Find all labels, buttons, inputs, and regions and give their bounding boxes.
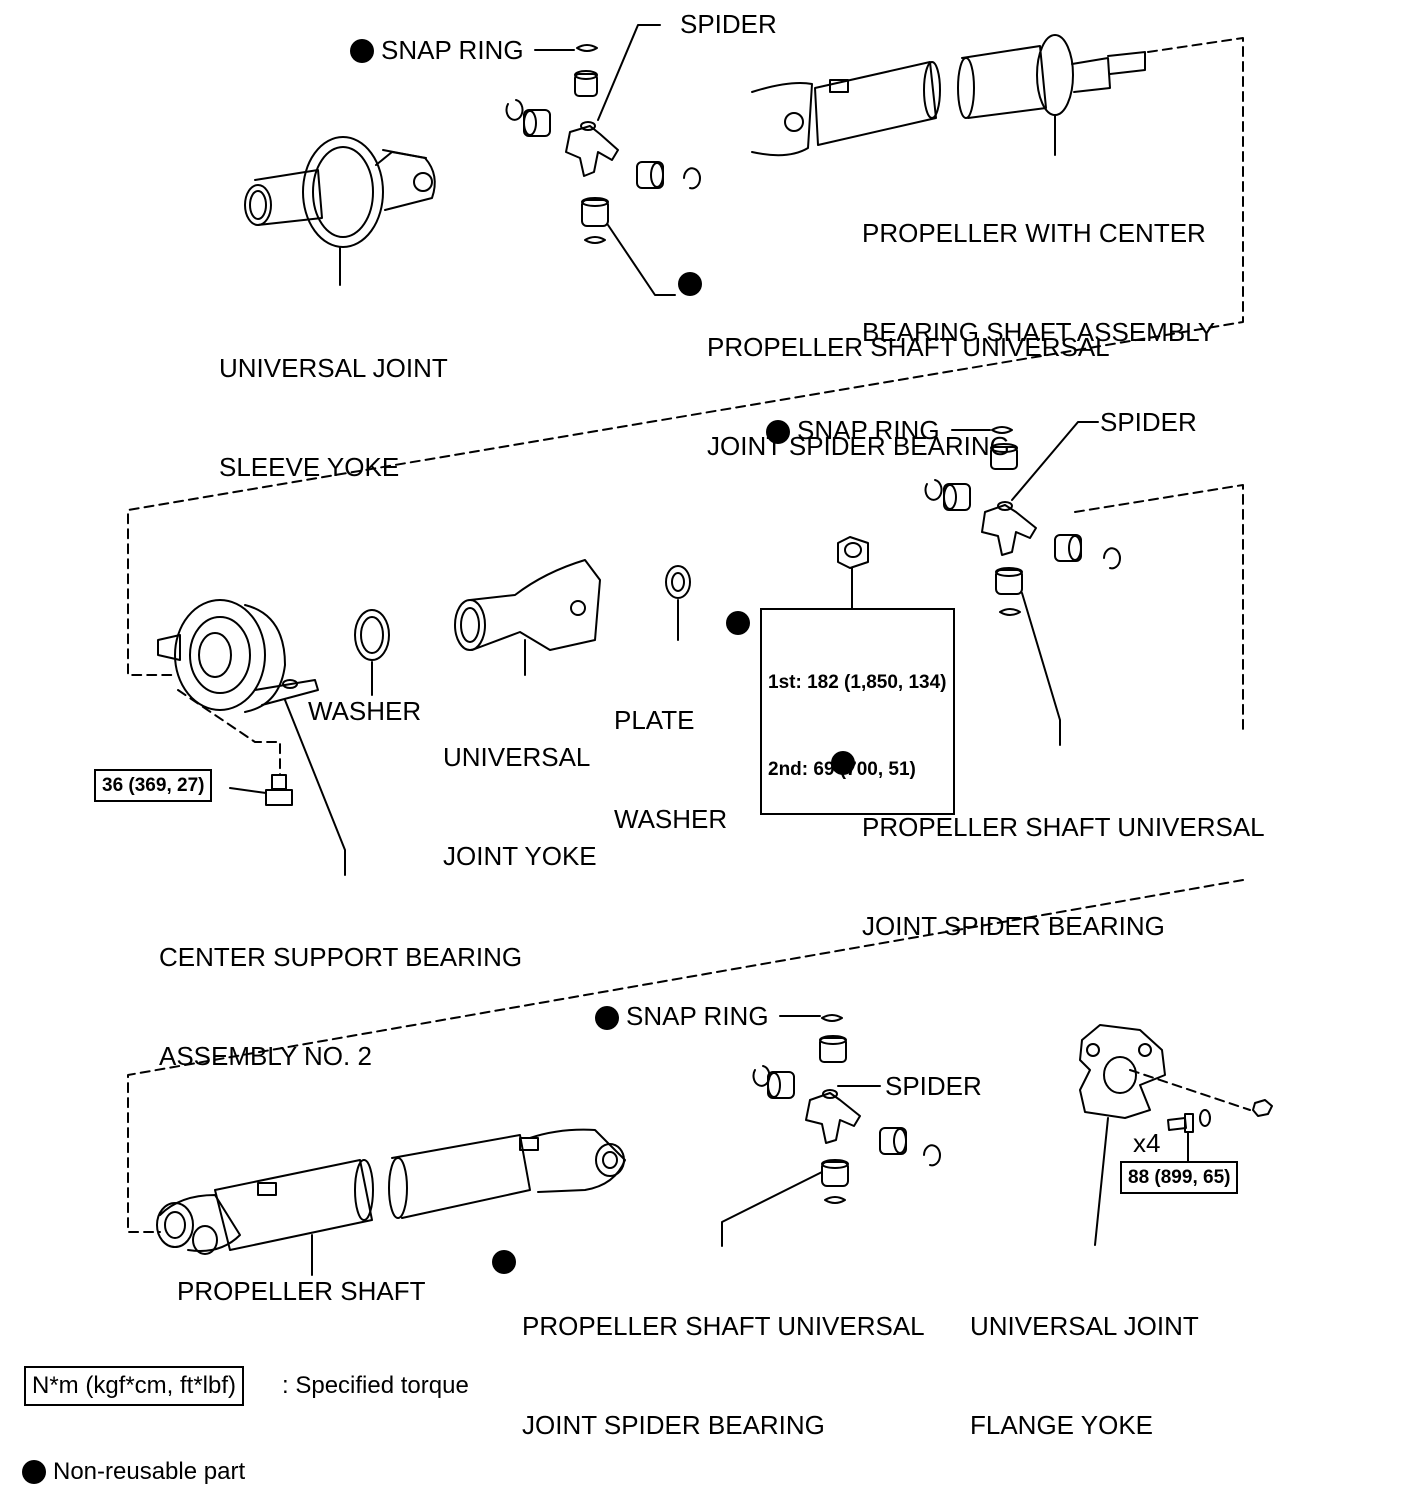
spider-bearing-label: PROPELLER SHAFT UNIVERSAL JOINT SPIDER B… (707, 265, 1110, 496)
label-line: PLATE (614, 705, 695, 735)
non-reusable-dot (766, 420, 790, 444)
non-reusable-dot (595, 1006, 619, 1030)
label-line: JOINT SPIDER BEARING (862, 911, 1165, 941)
legend-torque-desc: : Specified torque (282, 1372, 469, 1399)
center-support-label: CENTER SUPPORT BEARING ASSEMBLY NO. 2 (159, 875, 522, 1106)
non-reusable-dot (678, 272, 702, 296)
label-line: PROPELLER SHAFT UNIVERSAL (707, 332, 1110, 362)
torque-line: 2nd: 69 (700, 51) (768, 759, 916, 780)
spider-set-2 (924, 426, 1121, 616)
snap-ring-label: SNAP RING (381, 35, 524, 65)
label-line: SLEEVE YOKE (219, 452, 400, 482)
label-line: ASSEMBLY NO. 2 (159, 1041, 372, 1071)
label-line: FLANGE YOKE (970, 1410, 1154, 1440)
spider-label: SPIDER (885, 1071, 982, 1101)
center-support-bearing-part (157, 599, 319, 713)
label-line: JOINT SPIDER BEARING (522, 1410, 825, 1440)
plate-washer-part (665, 565, 691, 599)
label-line: CENTER SUPPORT BEARING (159, 942, 523, 972)
nut-torque-box: 1st: 182 (1,850, 134) 2nd: 69 (700, 51) (760, 608, 955, 815)
snap-ring-label: SNAP RING (797, 415, 940, 445)
nut-part (837, 536, 869, 569)
label-line: UNIVERSAL JOINT (970, 1311, 1199, 1341)
torque-line: 1st: 182 (1,850, 134) (768, 672, 947, 693)
spider-label: SPIDER (680, 9, 777, 39)
flange-bolt-part (1167, 1099, 1273, 1133)
legend-torque-box: N*m (kgf*cm, ft*lbf) (24, 1366, 245, 1406)
flange-bolt-torque-box: 88 (899, 65) (1120, 1161, 1239, 1194)
bracket-bolt-part (265, 774, 293, 806)
dashed-link-1 (127, 37, 1244, 676)
washer-part (354, 609, 390, 661)
x4-label: x4 (1133, 1128, 1161, 1158)
label-line: BEARING SHAFT ASSEMBLY (862, 317, 1216, 347)
spider-bearing-label: PROPELLER SHAFT UNIVERSAL JOINT SPIDER B… (522, 1244, 925, 1475)
dashed-bolt-line (177, 689, 281, 776)
joint-yoke-part (454, 559, 601, 651)
spider-label: SPIDER (1100, 407, 1197, 437)
spider-set-3 (752, 1014, 941, 1204)
label-line: UNIVERSAL (443, 742, 591, 772)
plate-washer-label: PLATE WASHER (614, 638, 727, 869)
label-line: JOINT YOKE (443, 841, 597, 871)
washer-label: WASHER (308, 696, 422, 726)
dashed-flange-line (1129, 1069, 1251, 1111)
non-reusable-dot (492, 1250, 516, 1274)
label-line: PROPELLER SHAFT UNIVERSAL (862, 812, 1265, 842)
propeller-center-shaft-part (751, 34, 1146, 157)
non-reusable-dot (831, 751, 855, 775)
propeller-center-shaft-label: PROPELLER WITH CENTER BEARING SHAFT ASSE… (862, 151, 1215, 382)
legend-non-reusable-dot (22, 1460, 46, 1484)
non-reusable-dot (350, 39, 374, 63)
legend-non-reusable-text: Non-reusable part (53, 1458, 246, 1485)
flange-yoke-label: UNIVERSAL JOINT FLANGE YOKE (970, 1244, 1199, 1475)
label-line: PROPELLER WITH CENTER (862, 218, 1206, 248)
flange-yoke-part (1079, 1024, 1166, 1119)
spider-set-1 (505, 44, 701, 244)
non-reusable-dot (726, 611, 750, 635)
label-line: PROPELLER SHAFT UNIVERSAL (522, 1311, 925, 1341)
propeller-shaft-label: PROPELLER SHAFT (177, 1276, 426, 1306)
dashed-link-2 (127, 484, 1244, 1233)
propeller-shaft-part (156, 1128, 626, 1255)
joint-yoke-label: UNIVERSAL JOINT YOKE (443, 675, 597, 906)
spider-bearing-label: PROPELLER SHAFT UNIVERSAL JOINT SPIDER B… (862, 745, 1265, 976)
label-line: WASHER (614, 804, 728, 834)
sleeve-yoke-label: UNIVERSAL JOINT SLEEVE YOKE (219, 286, 448, 517)
label-line: UNIVERSAL JOINT (219, 353, 448, 383)
snap-ring-label: SNAP RING (626, 1001, 769, 1031)
bracket-bolt-torque-box: 36 (369, 27) (94, 769, 213, 802)
sleeve-yoke-part (244, 136, 436, 248)
